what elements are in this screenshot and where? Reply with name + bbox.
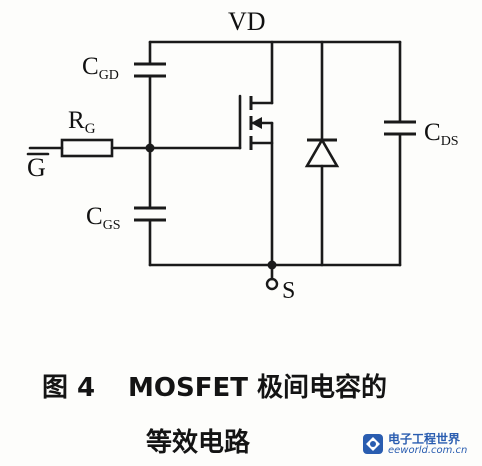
figure-title: MOSFET 极间电容的 [128,373,388,403]
cds-capacitor [384,40,416,267]
label-rg: RG [68,107,96,137]
label-drain: VD [228,7,266,36]
label-gate: G [27,153,46,182]
mosfet-symbol [148,40,274,267]
figure-number: 图 4 [42,373,96,403]
body-diode [304,40,340,267]
watermark: 电子工程世界 eeworld.com.cn [362,430,474,460]
cgd-capacitor [134,40,166,150]
gate-resistor [28,138,152,158]
figure-title-continued: 等效电路 [146,428,251,458]
mosfet-equivalent-circuit: VD S G RG CGD CGS CDS [26,7,459,304]
cgs-capacitor [134,146,166,267]
label-cgs: CGS [86,203,121,233]
body-arrow-icon [251,117,262,129]
watermark-url: eeworld.com.cn [388,445,468,456]
watermark-cn: 电子工程世界 [388,432,461,446]
label-source: S [282,278,295,304]
label-cgd: CGD [82,53,119,83]
watermark-logo-icon [363,434,383,454]
source-terminal [265,277,279,291]
label-cds: CDS [424,119,459,149]
